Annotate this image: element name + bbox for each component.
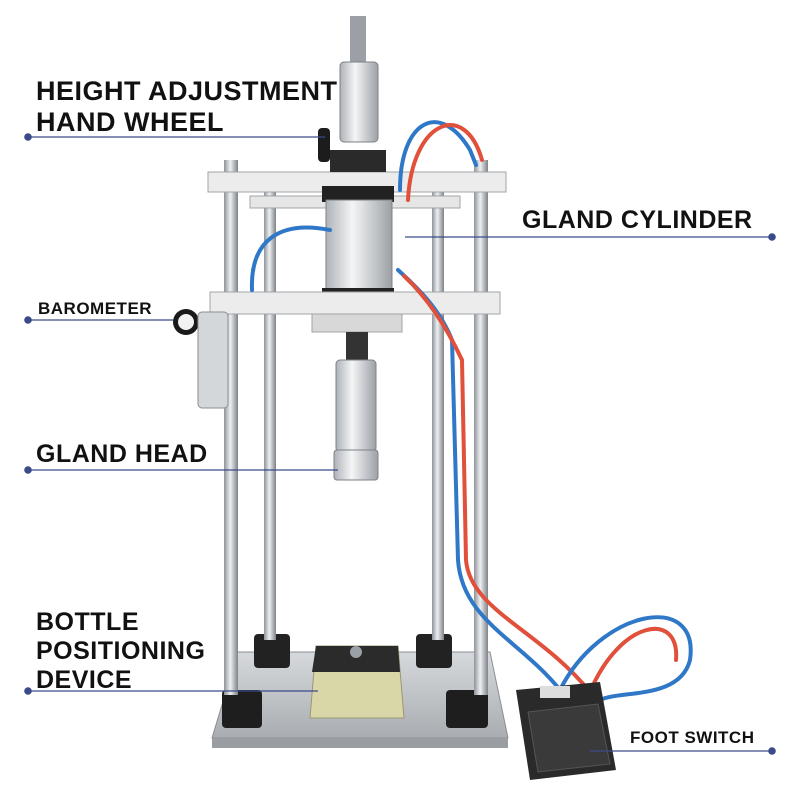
gland-cylinder-body (322, 186, 394, 304)
label-line: HAND WHEEL (36, 107, 224, 137)
label-gland-head: GLAND HEAD (36, 440, 208, 468)
height-adjustment-assembly (318, 16, 386, 172)
label-line: BOTTLE (36, 608, 139, 636)
label-barometer: BAROMETER (38, 299, 153, 318)
label-foot-switch: FOOT SWITCH (630, 728, 755, 747)
air-hoses (249, 120, 693, 702)
gland-head-body (333, 332, 379, 481)
machine-feet (222, 634, 488, 728)
label-line: DEVICE (36, 666, 133, 694)
label-gland-cylinder: GLAND CYLINDER (522, 206, 753, 234)
barometer-gauge (173, 309, 229, 409)
leader-lines (24, 133, 776, 755)
foot-switch-pedal (516, 682, 616, 780)
label-line: POSITIONING (36, 637, 206, 665)
label-line: HEIGHT ADJUSTMENT (36, 76, 338, 106)
bottle-positioning-pad (309, 645, 405, 719)
label-bottle-positioning-device: BOTTLE POSITIONING DEVICE (36, 610, 205, 693)
middle-frame (209, 291, 501, 333)
label-height-adjustment-hand-wheel: HEIGHT ADJUSTMENT HAND WHEEL (36, 78, 338, 136)
